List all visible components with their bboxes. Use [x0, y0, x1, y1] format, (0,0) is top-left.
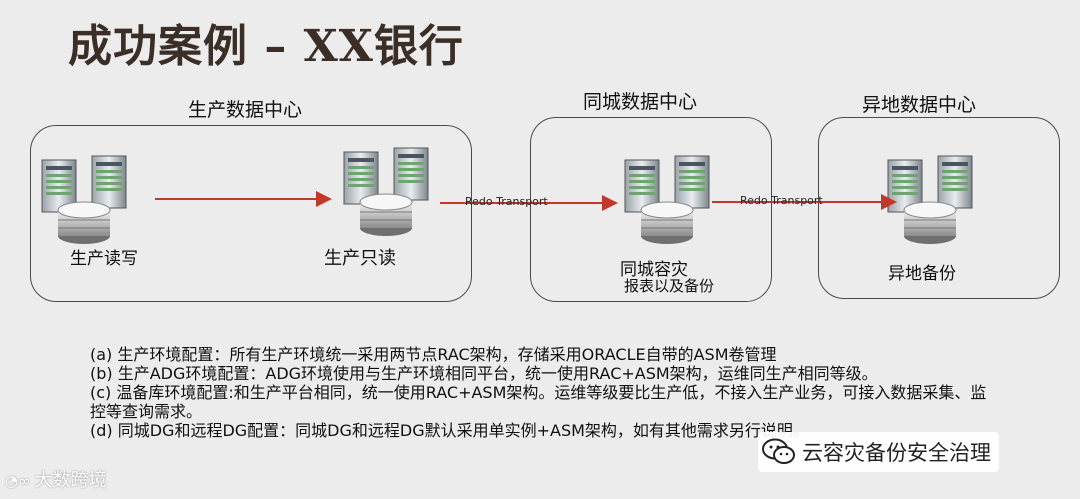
source-watermark-text: 大数跨境: [34, 470, 107, 491]
wechat-icon: [762, 438, 795, 464]
node-label-remote: 异地备份: [888, 264, 956, 284]
server-remote-icon: [887, 155, 973, 245]
remote-dc-label: 异地数据中心: [862, 94, 977, 116]
page-title: 成功案例 – XX银行: [68, 21, 464, 72]
source-logo-icon: ◔∞: [5, 472, 31, 490]
node-label-rw: 生产读写: [70, 249, 138, 269]
server-ro-icon: [343, 147, 429, 237]
wechat-account-name: 云容灾备份安全治理: [802, 441, 991, 465]
node-label-ro: 生产只读: [324, 248, 396, 269]
notes-block: (a) 生产环境配置：所有生产环境统一采用两节点RAC架构，存储采用ORACLE…: [90, 345, 990, 440]
same-city-dc-label: 同城数据中心: [583, 91, 698, 113]
note-c: (c) 温备库环境配置:和生产平台相同，统一使用RAC+ASM架构。运维等级要比…: [90, 383, 987, 421]
source-watermark: ◔∞大数跨境: [5, 466, 107, 492]
remote-dc-box: [818, 117, 1060, 299]
same-city-dc-box: [530, 117, 772, 302]
link-label-1: Redo Transport: [465, 195, 548, 208]
note-b: (b) 生产ADG环境配置：ADG环境使用与生产环境相同平台，统一使用RAC+A…: [90, 364, 878, 383]
production-dc-box: [30, 125, 472, 302]
link-label-2: Redo Transport: [740, 194, 823, 207]
node-sublabel-same-city: 报表以及备份: [624, 277, 715, 295]
server-rw-icon: [41, 155, 127, 245]
wechat-watermark: 云容灾备份安全治理: [758, 432, 999, 472]
node-label-same-city: 同城容灾: [620, 260, 688, 280]
server-same-city-icon: [624, 155, 710, 245]
note-a: (a) 生产环境配置：所有生产环境统一采用两节点RAC架构，存储采用ORACLE…: [90, 345, 777, 364]
production-dc-label: 生产数据中心: [188, 99, 303, 121]
note-d: (d) 同城DG和远程DG配置：同城DG和远程DG默认采用单实例+ASM架构，如…: [90, 421, 809, 440]
